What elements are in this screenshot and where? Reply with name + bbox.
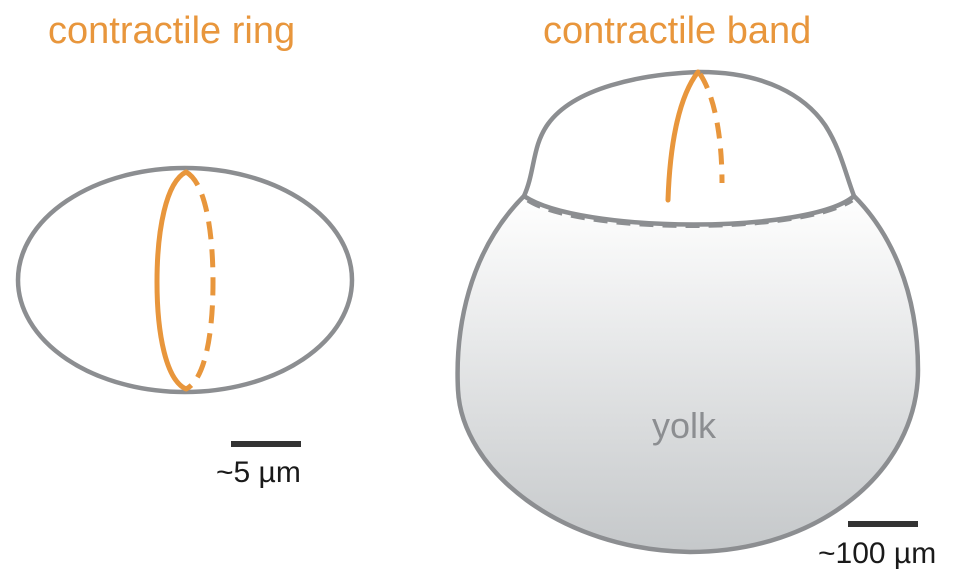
contractile-band-back-dashed [697,72,725,184]
small-cell [15,165,355,395]
scale-label-large: ~100 µm [818,537,937,570]
contractile-ring-back-dashed [184,169,216,392]
margin-dashed-line [526,197,854,228]
scale-label-small: ~5 µm [216,456,301,489]
contractile-ring-front [154,169,189,392]
scale-bar-large [848,521,918,527]
contractile-band-title: contractile band [543,10,812,52]
large-cell [455,69,921,555]
contractile-band-front [665,69,701,203]
cell-outline [15,165,355,395]
contractile-ring-title: contractile ring [48,10,296,52]
scale-bar-small [231,441,301,447]
yolk-label: yolk [652,405,717,446]
yolk-body [455,192,921,555]
